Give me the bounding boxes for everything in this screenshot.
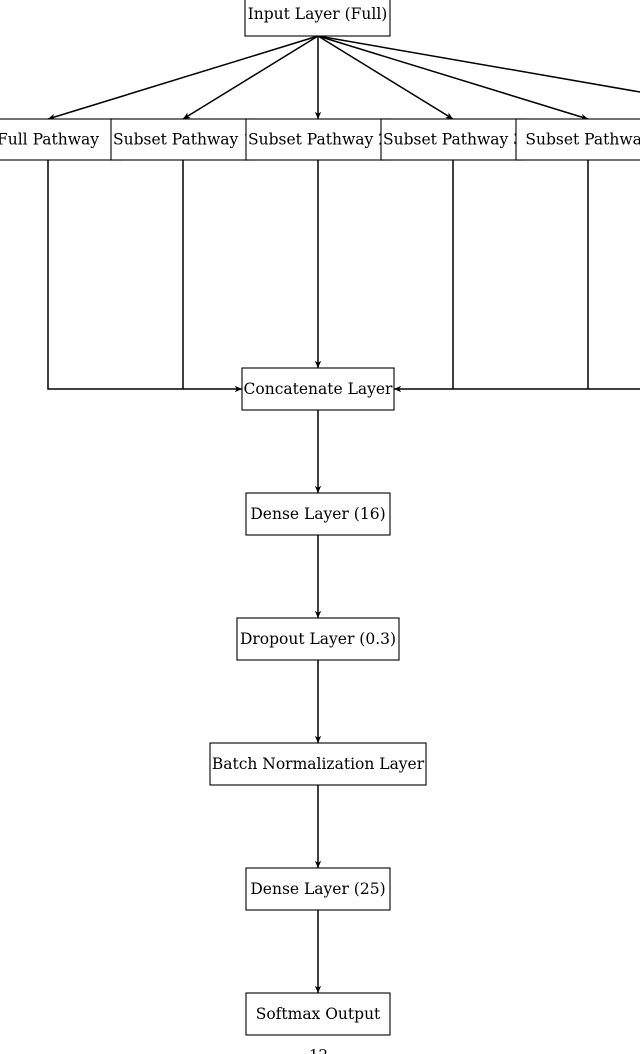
- subset-pathway-1-node: Subset Pathway 1: [110, 118, 256, 161]
- edge-input-to-subset-pathway-4: [317, 35, 589, 120]
- subset-pathway-3-label: Subset Pathway 3: [383, 131, 523, 149]
- subset-pathway-2-label: Subset Pathway 2: [248, 131, 388, 149]
- dense-25-layer-node: Dense Layer (25): [245, 867, 391, 911]
- full-pathway-node: Full Pathway: [0, 118, 122, 161]
- dense-25-layer-label: Dense Layer (25): [250, 880, 385, 898]
- subset-pathway-4-node: Subset Pathway: [515, 118, 640, 161]
- softmax-output-node: Softmax Output: [245, 992, 391, 1036]
- page-number: 12: [309, 1046, 328, 1054]
- full-pathway-label: Full Pathway: [0, 131, 99, 149]
- edge-input-to-subset-pathway-3: [317, 35, 454, 120]
- dropout-layer-label: Dropout Layer (0.3): [240, 630, 396, 648]
- edge-input-offpage: [317, 35, 640, 93]
- dense-16-layer-label: Dense Layer (16): [250, 505, 385, 523]
- input-layer-label: Input Layer (Full): [248, 5, 388, 23]
- subset-pathway-2-node: Subset Pathway 2: [245, 118, 391, 161]
- diagram-edges: [47, 35, 640, 993]
- subset-pathway-3-node: Subset Pathway 3: [380, 118, 526, 161]
- edge-input-to-subset-pathway-1: [182, 35, 319, 120]
- batch-normalization-layer-node: Batch Normalization Layer: [209, 742, 427, 786]
- edge-full-pathway-to-concatenate: [47, 160, 242, 393]
- concatenate-layer-label: Concatenate Layer: [244, 380, 394, 398]
- edge-input-to-full-pathway: [47, 35, 319, 120]
- dense-16-layer-node: Dense Layer (16): [245, 492, 391, 536]
- softmax-output-label: Softmax Output: [256, 1005, 381, 1023]
- subset-pathway-1-label: Subset Pathway 1: [113, 131, 253, 149]
- batch-normalization-layer-label: Batch Normalization Layer: [212, 755, 425, 773]
- subset-pathway-4-label: Subset Pathway: [525, 131, 640, 149]
- dropout-layer-node: Dropout Layer (0.3): [236, 617, 400, 661]
- input-layer-node: Input Layer (Full): [244, 0, 391, 37]
- concatenate-layer-node: Concatenate Layer: [241, 367, 395, 411]
